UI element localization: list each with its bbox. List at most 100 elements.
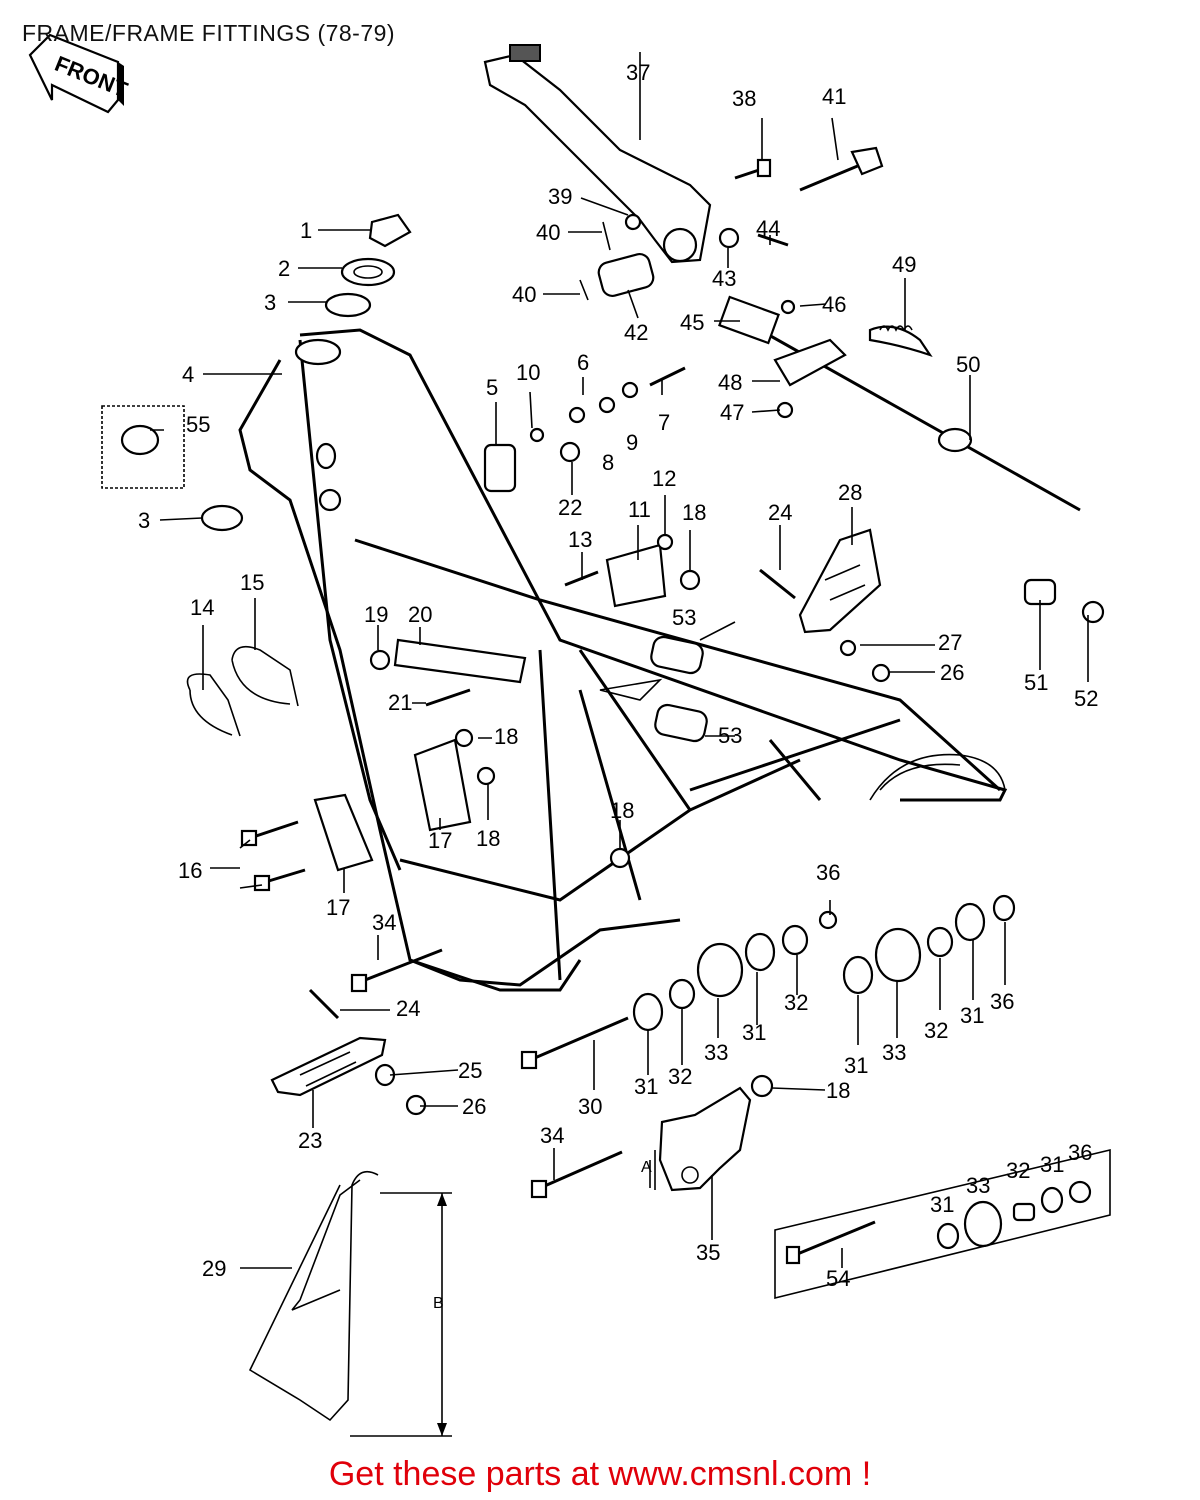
bracket-part-35 <box>654 1086 752 1192</box>
dimension-a-label: A <box>641 1159 652 1176</box>
callout-c4: 4 <box>182 362 194 387</box>
callout-c30: 30 <box>578 1094 602 1119</box>
callout-c24b: 24 <box>768 500 792 525</box>
callout-c34b: 34 <box>540 1123 564 1148</box>
footpeg-part-23 <box>270 1036 427 1116</box>
callout-c26b: 26 <box>462 1094 486 1119</box>
callout-c17b: 17 <box>326 895 350 920</box>
callout-c25: 25 <box>458 1058 482 1083</box>
callout-c3a: 3 <box>264 290 276 315</box>
callout-c31d: 31 <box>960 1003 984 1028</box>
bolt-part-38 <box>734 158 772 180</box>
callout-c16: 16 <box>178 858 202 883</box>
callout-c38: 38 <box>732 86 756 111</box>
callout-c33a: 33 <box>704 1040 728 1065</box>
callout-c43: 43 <box>712 266 736 291</box>
callout-c52: 52 <box>1074 686 1098 711</box>
callout-c18a: 18 <box>494 724 518 749</box>
callout-c32a: 32 <box>668 1064 692 1089</box>
callout-c35: 35 <box>696 1240 720 1265</box>
callout-c21: 21 <box>388 690 412 715</box>
callout-c18e: 18 <box>826 1078 850 1103</box>
callout-c15: 15 <box>240 570 264 595</box>
callout-c55: 55 <box>186 412 210 437</box>
spring-parts-53 <box>650 635 708 743</box>
bolt-part-41 <box>799 146 884 192</box>
callout-c12: 12 <box>652 466 676 491</box>
callout-c49: 49 <box>892 252 916 277</box>
callout-c18c: 18 <box>610 798 634 823</box>
callout-c41: 41 <box>822 84 846 109</box>
inset-panel-part-54 <box>774 1148 1111 1300</box>
callout-c1: 1 <box>300 218 312 243</box>
callout-c13: 13 <box>568 527 592 552</box>
callout-c44: 44 <box>756 216 780 241</box>
callout-c36b: 36 <box>990 989 1014 1014</box>
callout-c33c: 33 <box>966 1173 990 1198</box>
callout-c37: 37 <box>626 60 650 85</box>
mount-rubber-parts <box>632 894 1016 1098</box>
callout-c20: 20 <box>408 602 432 627</box>
callout-c28: 28 <box>838 480 862 505</box>
callout-c42: 42 <box>624 320 648 345</box>
callout-c36c: 36 <box>1068 1140 1092 1165</box>
bushing-part-42 <box>597 252 655 298</box>
callout-c34a: 34 <box>372 910 396 935</box>
callout-c47: 47 <box>720 400 744 425</box>
callout-c53a: 53 <box>672 605 696 630</box>
footpeg-part-28 <box>798 528 882 634</box>
callout-c8: 8 <box>602 450 614 475</box>
callout-c6: 6 <box>577 350 589 375</box>
callout-c17a: 17 <box>428 828 452 853</box>
callout-c3b: 3 <box>138 508 150 533</box>
callout-c14: 14 <box>190 595 214 620</box>
callout-c46: 46 <box>822 292 846 317</box>
callout-c9: 9 <box>626 430 638 455</box>
callout-c10: 10 <box>516 360 540 385</box>
callout-c31e: 31 <box>930 1192 954 1217</box>
clamp-parts-14-15 <box>186 645 299 737</box>
dimension-b-label: B <box>433 1295 444 1312</box>
callout-c31f: 31 <box>1040 1152 1064 1177</box>
callout-c40b: 40 <box>512 282 536 307</box>
cotter-pin-icon <box>579 221 611 301</box>
callout-c18d: 18 <box>682 500 706 525</box>
callout-c50: 50 <box>956 352 980 377</box>
steering-stem-parts <box>200 213 412 532</box>
callout-c31c: 31 <box>844 1053 868 1078</box>
callout-c29: 29 <box>202 1256 226 1281</box>
plate-parts-17-20 <box>313 638 527 872</box>
inset-box-part-55 <box>101 405 185 489</box>
callout-c31b: 31 <box>742 1020 766 1045</box>
callout-c48: 48 <box>718 370 742 395</box>
brake-cable-parts <box>718 295 1081 606</box>
callout-c11: 11 <box>628 497 651 522</box>
callout-c19: 19 <box>364 602 388 627</box>
callout-c7: 7 <box>658 410 670 435</box>
callout-c32d: 32 <box>1006 1158 1030 1183</box>
callout-c23: 23 <box>298 1128 322 1153</box>
page-title: FRAME/FRAME FITTINGS (78-79) <box>22 20 396 46</box>
callout-c31a: 31 <box>634 1074 658 1099</box>
footer-link-text[interactable]: Get these parts at www.cmsnl.com ! <box>328 1455 872 1493</box>
callout-c2: 2 <box>278 256 290 281</box>
callout-c39: 39 <box>548 184 572 209</box>
callout-c36a: 36 <box>816 860 840 885</box>
callout-c51: 51 <box>1024 670 1048 695</box>
callout-c40a: 40 <box>536 220 560 245</box>
bolt-parts-16 <box>240 820 306 892</box>
callout-c53b: 53 <box>718 723 742 748</box>
callout-c54: 54 <box>826 1266 850 1291</box>
fastener-parts <box>308 213 1105 1020</box>
callout-c18b: 18 <box>476 826 500 851</box>
callout-numbers: 1233456789101112131415161717181818181819… <box>138 60 1098 1291</box>
callout-c27: 27 <box>938 630 962 655</box>
stand-part-29 <box>248 1170 452 1437</box>
callout-c22: 22 <box>558 495 582 520</box>
long-bolt-parts-30-34 <box>350 948 629 1199</box>
brake-pedal-part-37 <box>483 44 712 264</box>
callout-c33b: 33 <box>882 1040 906 1065</box>
callout-c32c: 32 <box>924 1018 948 1043</box>
callout-c32b: 32 <box>784 990 808 1015</box>
